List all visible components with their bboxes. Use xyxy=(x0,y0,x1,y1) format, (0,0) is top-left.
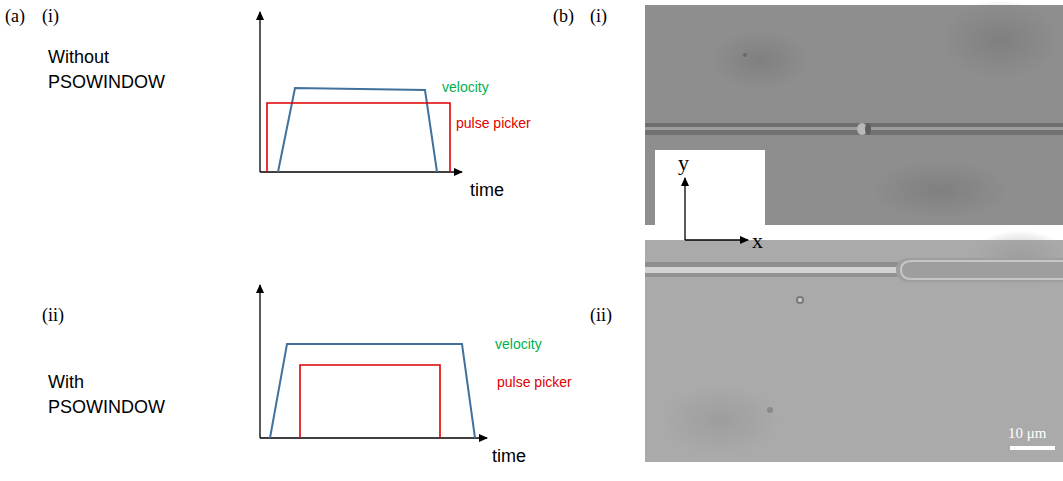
axis-label: time xyxy=(492,446,526,467)
micrograph xyxy=(645,230,1063,462)
panel-label: (ii) xyxy=(590,305,612,326)
panel-label: (b) xyxy=(553,6,574,27)
axis-label: x xyxy=(752,228,763,253)
scale-bar-label: 10 μm xyxy=(1008,425,1046,442)
panel-label: (i) xyxy=(42,6,59,27)
curve-label: velocity xyxy=(442,79,489,95)
curve-label: pulse picker xyxy=(497,374,572,390)
panel-label: (ii) xyxy=(42,305,64,326)
condition-label: With PSOWINDOW xyxy=(48,370,178,420)
panel-label: (a) xyxy=(5,6,25,27)
curve-label: velocity xyxy=(495,336,542,352)
axes-indicator xyxy=(655,150,765,240)
curve-label: pulse picker xyxy=(456,115,531,131)
axis-label: time xyxy=(470,180,504,201)
condition-label: Without PSOWINDOW xyxy=(48,45,178,95)
axis-label: y xyxy=(678,150,689,175)
timing-plot xyxy=(260,12,462,172)
panel-label: (i) xyxy=(590,6,607,27)
timing-plot xyxy=(260,285,487,438)
